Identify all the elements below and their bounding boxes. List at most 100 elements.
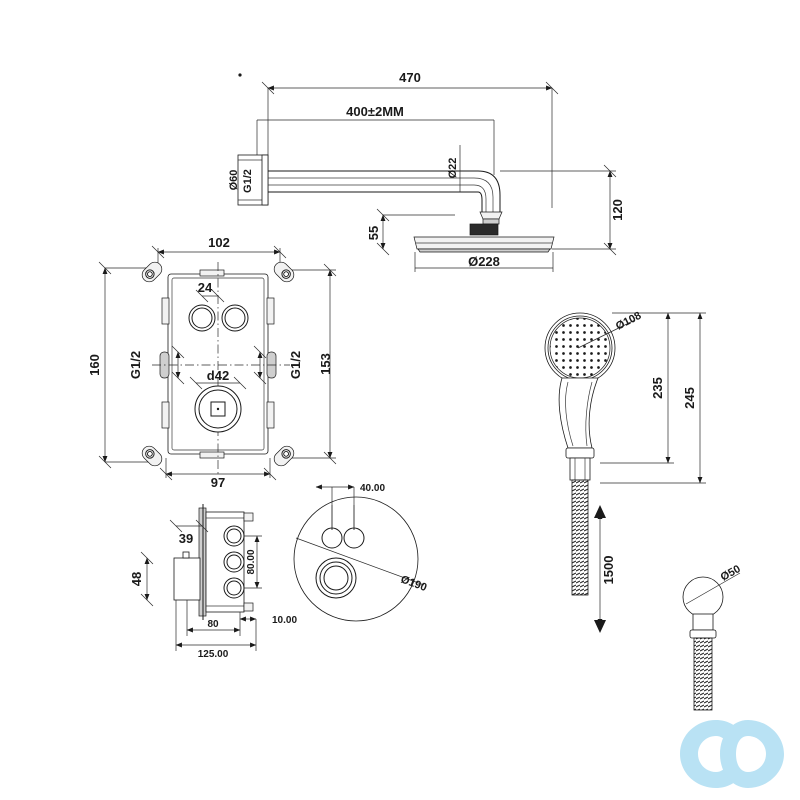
round-plate-button-right: [343, 527, 365, 549]
view-wall-outlet: Ø50: [682, 563, 743, 711]
dim-panel-height: 160: [87, 354, 102, 376]
arm-swivel-nut: [482, 218, 500, 225]
rain-head-face: [417, 248, 551, 253]
wall-outlet-hose: [693, 637, 713, 711]
dim-tick: [263, 467, 277, 481]
dim-head-to-inlet: 235: [650, 377, 665, 399]
dim-tick: [189, 376, 203, 390]
boss-top: [199, 269, 225, 277]
outlet-hole-right-inner: [224, 307, 246, 329]
arm-elbow-outer: [477, 170, 501, 212]
view-valve-side: 39 48 80.00 10.00 80 125.00: [129, 504, 297, 660]
dim-arrow-down: [594, 620, 606, 633]
outlet-hole-left-inner: [191, 307, 213, 329]
handle-highlight-right: [585, 381, 593, 447]
arm-elbow-inner-a: [473, 177, 494, 212]
handle-highlight-left: [565, 381, 574, 447]
side-rear-box: [173, 557, 201, 601]
dim-tick: [253, 371, 267, 385]
dim-handle-bore: d42: [207, 368, 229, 383]
dim-outlet-diameter: Ø50: [719, 563, 743, 584]
dim-button-spacing: 40.00: [360, 483, 385, 494]
arm-elbow-inner-c: [477, 191, 483, 212]
boss-right-bottom: [266, 401, 275, 429]
dim-tick: [159, 467, 173, 481]
dim-side-overall: 125.00: [198, 649, 229, 660]
label-arm-diameter: Ø22: [447, 158, 459, 179]
mount-lug-hole-inner: [283, 271, 290, 278]
dim-tick: [151, 245, 165, 259]
mounting-lugs: [141, 261, 295, 467]
round-plate-outline: [293, 496, 419, 622]
hand-shower-spray-face: [549, 317, 611, 379]
dim-tick: [603, 164, 617, 178]
arm-swivel-joint: [479, 211, 503, 220]
side-port-bottom-inner: [226, 580, 242, 596]
dim-arrow-up: [594, 505, 606, 518]
leader-line-50: [685, 572, 741, 605]
hand-shower-collar: [565, 447, 595, 459]
view-shower-arm: 470 400±2MM Ø60 G1/2: [228, 70, 625, 272]
dim-tick: [545, 81, 559, 95]
round-plate-handle-inner: [323, 565, 349, 591]
dim-tick: [273, 245, 287, 259]
dim-side-offset: 10.00: [272, 615, 297, 626]
boss-right-top: [266, 297, 275, 325]
boss-left-bottom: [161, 401, 170, 429]
label-port-left: G1/2: [128, 351, 143, 379]
dim-hose-length: 1500: [601, 556, 616, 585]
hand-shower-hose: [571, 479, 589, 596]
label-port-right: G1/2: [288, 351, 303, 379]
dim-tick: [169, 519, 183, 533]
rain-head-connector: [469, 223, 499, 236]
dim-side-depth-b: 48: [129, 572, 144, 586]
wall-outlet-nut: [689, 629, 717, 639]
dim-side-base-width: 80: [207, 619, 219, 630]
dim-mount-width: 97: [211, 475, 225, 490]
dim-panel-width: 102: [208, 235, 230, 250]
side-tab-bottom: [243, 602, 254, 612]
dim-tick: [98, 261, 112, 275]
dim-tick: [171, 371, 185, 385]
view-hand-shower: Ø108 235 245 15: [544, 310, 706, 633]
side-port-middle-inner: [226, 554, 242, 570]
dim-tick: [233, 376, 247, 390]
dim-head-drop-height: 120: [610, 199, 625, 221]
mount-lug-hole-inner: [283, 450, 290, 457]
dim-tick: [195, 519, 209, 533]
leader-line-108: [577, 319, 636, 349]
dim-tick: [261, 81, 275, 95]
dim-hole-spacing: 24: [198, 280, 213, 295]
dim-hand-shower-overall: 245: [682, 387, 697, 409]
mount-lug-hole-inner: [146, 271, 153, 278]
artifact-dot: [238, 73, 242, 77]
view-round-plate: 40.00 Ø190: [293, 483, 428, 622]
dim-tick: [603, 242, 617, 256]
leader-line-190: [295, 537, 425, 586]
dim-tick: [140, 551, 154, 565]
flange-collar: [261, 154, 269, 206]
dim-arm-projection: 400±2MM: [346, 104, 404, 119]
dim-rain-head-diameter: Ø228: [468, 254, 500, 269]
dim-tick: [195, 289, 209, 303]
dim-side-depth-a: 39: [179, 531, 193, 546]
dim-tick: [253, 345, 267, 359]
mount-lug-hole-inner: [146, 450, 153, 457]
dim-arm-overall-length: 470: [399, 70, 421, 85]
label-flange-diameter: Ø60: [228, 170, 240, 191]
dim-tick: [376, 242, 390, 256]
dim-tick: [140, 593, 154, 607]
arm-elbow-inner-b: [473, 184, 487, 212]
boss-left-top: [161, 297, 170, 325]
side-tab-top: [243, 512, 254, 522]
hand-shower-handle: [558, 377, 599, 449]
dim-tick: [171, 345, 185, 359]
label-inlet-thread: G1/2: [242, 169, 254, 193]
handle-center-dot: [216, 407, 220, 411]
hand-shower-nut: [569, 457, 591, 481]
dim-body-height: 153: [318, 353, 333, 375]
view-valve-front: 102 160 153: [87, 235, 337, 490]
wall-outlet-escutcheon: [682, 576, 724, 618]
